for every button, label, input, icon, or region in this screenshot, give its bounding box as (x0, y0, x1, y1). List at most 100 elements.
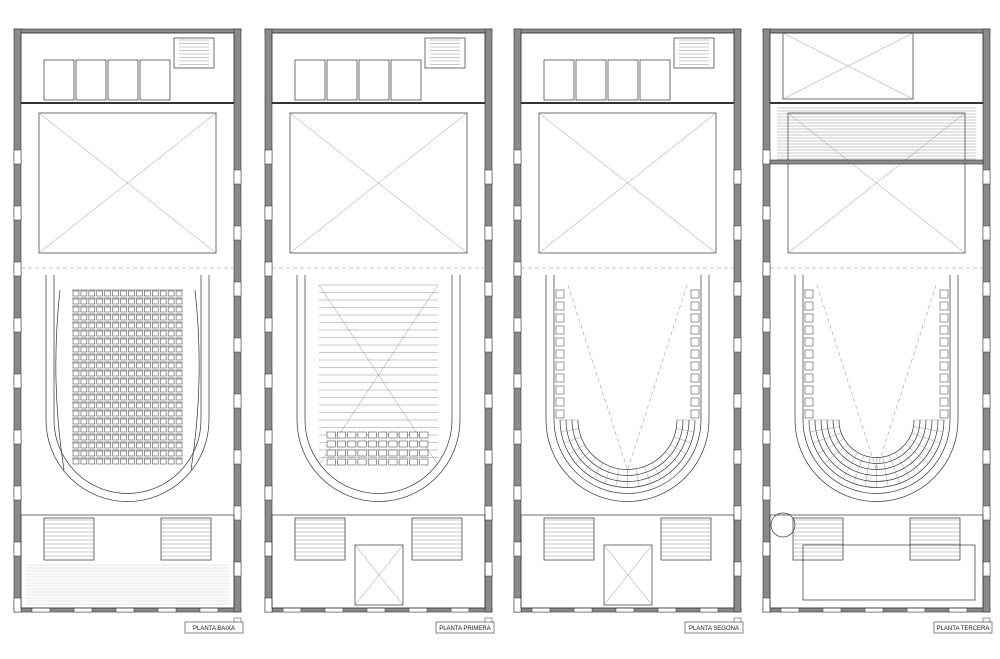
box-seat (690, 361, 700, 371)
seat (367, 449, 377, 457)
box-seat (939, 361, 949, 371)
seat (112, 450, 119, 457)
seat (144, 346, 151, 353)
seat-divider (652, 462, 662, 479)
window-left (13, 541, 22, 557)
seat (347, 440, 357, 448)
fly-bar (769, 159, 984, 165)
seat (96, 410, 103, 417)
seat-divider (817, 438, 845, 454)
seat (120, 386, 127, 393)
window-right (982, 449, 991, 465)
seat (175, 314, 183, 321)
seat (80, 418, 88, 425)
seat (96, 426, 103, 433)
seat (152, 458, 159, 465)
seat (175, 410, 183, 417)
seat-divider (644, 466, 651, 484)
seat (152, 418, 159, 425)
seat (96, 330, 103, 337)
stair-right (909, 517, 961, 561)
room (639, 59, 671, 101)
seat (136, 314, 143, 321)
seat (128, 378, 135, 385)
seat (80, 426, 88, 433)
seat (104, 314, 111, 321)
seat (419, 458, 429, 466)
seat (167, 402, 175, 409)
seat (112, 394, 119, 401)
stair-left (543, 517, 595, 561)
seat (136, 346, 143, 353)
seat (175, 402, 183, 409)
floor-plan-1: PLANTA BAIXA (13, 28, 244, 634)
room (294, 59, 326, 101)
seat (144, 362, 151, 369)
seat (72, 394, 80, 401)
stage-box (538, 112, 717, 254)
stage-box (289, 112, 468, 254)
seat (136, 290, 143, 297)
seat (357, 449, 367, 457)
seat (167, 362, 175, 369)
seat (388, 440, 398, 448)
seat (167, 314, 175, 321)
seat (104, 346, 111, 353)
seat (159, 370, 167, 377)
facade-opening (366, 607, 386, 613)
seat (104, 386, 111, 393)
seat (112, 314, 119, 321)
seat (128, 426, 135, 433)
seat (175, 354, 183, 361)
box-seat (804, 301, 814, 311)
seat (152, 402, 159, 409)
seat (144, 322, 151, 329)
seat (88, 458, 96, 465)
seat (72, 298, 80, 305)
seat (167, 434, 175, 441)
seat (144, 410, 151, 417)
seat (167, 338, 175, 345)
window-left (762, 317, 771, 333)
window-right (733, 561, 742, 577)
plan-title: PLANTA BAIXA (193, 626, 235, 632)
seat (128, 402, 135, 409)
seat (136, 458, 143, 465)
window-left (513, 317, 522, 333)
window-left (762, 261, 771, 277)
seat (88, 314, 96, 321)
seat-divider (583, 457, 596, 472)
window-right (233, 337, 242, 353)
seat (80, 410, 88, 417)
seat-divider (665, 451, 680, 464)
seat-divider (560, 428, 579, 432)
wall-right (733, 28, 742, 613)
seat (144, 370, 151, 377)
box-seat (939, 385, 949, 395)
seat (159, 322, 167, 329)
seat (120, 426, 127, 433)
window-left (264, 541, 273, 557)
seat (326, 431, 336, 439)
seat (388, 449, 398, 457)
window-right (484, 505, 493, 521)
spiral-stair (770, 512, 796, 538)
seat (80, 354, 88, 361)
seat-divider (895, 452, 911, 479)
box-seat (804, 361, 814, 371)
seat-divider (889, 455, 900, 484)
seat (419, 431, 429, 439)
seat (72, 314, 80, 321)
room (75, 59, 107, 101)
seat (72, 458, 80, 465)
horseshoe-outer (45, 275, 210, 502)
seat (104, 322, 111, 329)
seat (409, 449, 418, 457)
seat-divider (564, 436, 582, 444)
seat (144, 338, 151, 345)
seat (72, 418, 80, 425)
seat (419, 440, 429, 448)
seat (152, 330, 159, 337)
seat (167, 298, 175, 305)
seat (152, 386, 159, 393)
